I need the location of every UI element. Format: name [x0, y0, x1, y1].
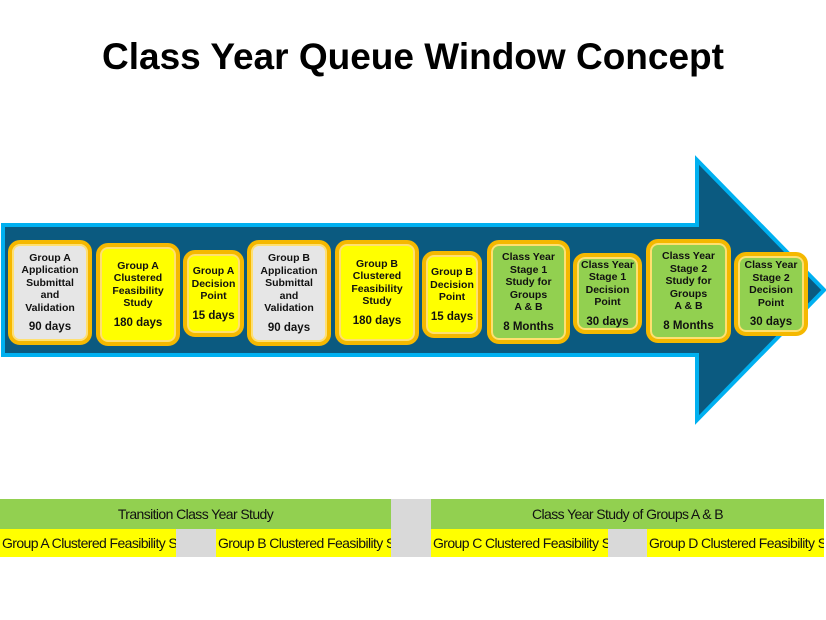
step-label-line: Group B	[268, 252, 310, 264]
step-label-line: Application	[21, 264, 79, 276]
step-label-line: Validation	[264, 302, 314, 314]
step-label-line: Stage 1	[509, 263, 548, 276]
timeline-gap	[391, 499, 431, 557]
step-label-line: Submittal	[265, 277, 313, 289]
step-label-line: Group A	[29, 251, 71, 264]
step-label-line: Stage 1	[588, 271, 627, 284]
step-label-line: Feasibility	[351, 282, 403, 295]
step-label-line: Point	[200, 290, 227, 302]
step-label-line: Decision	[749, 284, 793, 297]
step-label-line: Study for	[505, 276, 552, 288]
timeline-gap	[608, 529, 647, 557]
step-label-line: Stage 2	[669, 262, 708, 275]
step-duration: 8 Months	[503, 320, 554, 333]
step-label-line: Group B	[431, 266, 473, 278]
step-label-line: and	[40, 289, 60, 301]
step-label-line: Point	[594, 296, 621, 309]
step-duration: 15 days	[430, 310, 474, 323]
step-duration: 30 days	[586, 315, 629, 328]
step-label-line: A & B	[514, 301, 543, 313]
step-label-line: Decision	[430, 278, 474, 291]
step-duration: 180 days	[352, 314, 402, 327]
step-label-line: Group A	[192, 265, 235, 277]
step-label-line: Decision	[585, 283, 630, 296]
step-label-line: Stage 2	[752, 271, 790, 284]
step-label-line: Study for	[665, 275, 712, 287]
step-label-line: Feasibility	[112, 284, 164, 297]
timeline-gap	[176, 529, 216, 557]
step-label-line: Submittal	[26, 276, 74, 289]
page-title: Class Year Queue Window Concept	[102, 36, 724, 77]
step-label-line: Class Year	[581, 258, 634, 271]
step-label-line: Point	[757, 296, 785, 309]
step-label-line: Study	[362, 295, 392, 308]
timeline-study-group-b: Group B Clustered Feasibility Study	[216, 529, 391, 557]
timeline-study-group-c: Group C Clustered Feasibility Study	[431, 529, 608, 557]
step-label-line: Groups	[509, 288, 548, 301]
step-duration: 180 days	[113, 316, 163, 329]
step-label-line: A & B	[674, 300, 703, 312]
step-label-line: Group A	[117, 259, 159, 272]
timeline-study-group-d: Group D Clustered Feasibility Study	[647, 529, 824, 557]
timeline-study-group-a: Group A Clustered Feasibility Study	[0, 529, 176, 557]
step-duration: 15 days	[192, 309, 235, 322]
timeline-header-class-year: Class Year Study of Groups A & B	[431, 499, 824, 529]
step-label-line: Class Year	[662, 250, 715, 262]
step-label-line: Clustered	[352, 270, 402, 283]
timeline-header-transition: Transition Class Year Study	[0, 499, 391, 529]
step-duration: 90 days	[28, 321, 72, 333]
step-label-line: Application	[260, 264, 318, 277]
step-label-line: and	[279, 289, 299, 302]
step-label-line: Study	[123, 297, 153, 310]
step-label-line: Groups	[669, 287, 708, 300]
step-label-line: Class Year	[744, 259, 798, 272]
step-label-line: Validation	[25, 301, 75, 314]
step-label-line: Class Year	[502, 251, 555, 263]
step-duration: 90 days	[267, 321, 311, 334]
step-label-line: Point	[438, 291, 466, 303]
step-label-line: Clustered	[113, 272, 163, 285]
step-duration: 8 Months	[663, 319, 714, 332]
step-duration: 30 days	[749, 316, 793, 329]
step-label-line: Decision	[191, 277, 236, 290]
step-label-line: Group B	[356, 257, 398, 270]
